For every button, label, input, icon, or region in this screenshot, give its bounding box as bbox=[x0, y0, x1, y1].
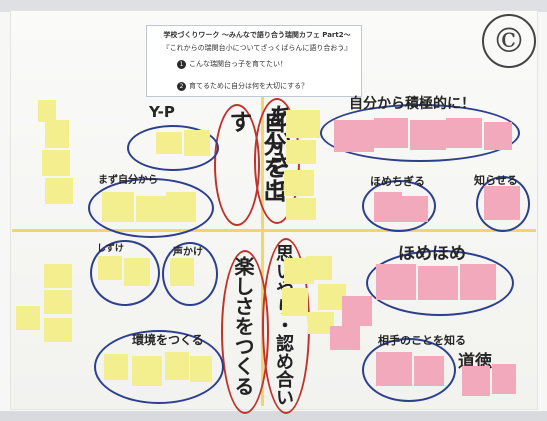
label-shitsuke: しずけ bbox=[97, 244, 124, 254]
label-kankyo: 環境をつくる bbox=[132, 333, 204, 347]
sticky-note bbox=[184, 130, 210, 156]
sticky-note bbox=[492, 364, 516, 394]
label-shiraseru: 知らせる bbox=[474, 174, 518, 187]
sticky-note bbox=[44, 290, 72, 314]
header-title: 学校づくりワーク 〜みんなで語り合う瑞関カフェ Part2〜 bbox=[163, 31, 351, 39]
sticky-note bbox=[484, 122, 512, 150]
label-jibun-sekkyoku: 自分から積極的に！ bbox=[349, 96, 475, 112]
sticky-note bbox=[16, 306, 40, 330]
sticky-note bbox=[286, 140, 316, 164]
text-tanoshisa: 楽しさをつくる bbox=[231, 256, 255, 396]
sticky-note bbox=[342, 296, 372, 326]
sticky-note bbox=[102, 192, 134, 222]
label-homehome: ほめほめ bbox=[398, 244, 466, 264]
sticky-note bbox=[484, 186, 520, 220]
question-1-badge: 1 bbox=[177, 60, 186, 69]
sticky-note bbox=[170, 258, 194, 286]
ring-homehome bbox=[366, 250, 514, 316]
copyright-mark: © bbox=[482, 14, 536, 68]
sticky-note bbox=[318, 284, 346, 310]
question-1: こんな瑞関台っ子を育てたい！ bbox=[189, 60, 287, 68]
header-card: 学校づくりワーク 〜みんなで語り合う瑞関カフェ Part2〜 『これからの瑞関台… bbox=[146, 25, 362, 97]
ring-aite bbox=[362, 338, 456, 402]
sticky-note bbox=[462, 366, 490, 396]
ring-kankyo bbox=[94, 330, 224, 404]
sticky-note bbox=[104, 354, 128, 380]
ring-yp bbox=[127, 125, 219, 171]
sticky-note bbox=[460, 264, 496, 300]
sticky-note bbox=[376, 264, 416, 300]
label-yp: Y-P bbox=[149, 103, 175, 121]
sticky-note bbox=[374, 118, 408, 148]
sticky-note bbox=[98, 256, 122, 280]
sticky-note bbox=[414, 356, 444, 386]
label-homechigiru: ほめちぎる bbox=[370, 175, 425, 188]
ring-shiraseru bbox=[476, 176, 530, 232]
question-2-badge: 2 bbox=[177, 82, 186, 91]
text-jibun-dasu: 自分を出す bbox=[225, 110, 285, 202]
sticky-note bbox=[44, 318, 72, 342]
sticky-note bbox=[124, 258, 150, 286]
sticky-note bbox=[45, 178, 73, 204]
sticky-note bbox=[402, 196, 428, 222]
ring-koekake bbox=[162, 242, 218, 306]
sticky-note bbox=[282, 288, 308, 316]
sticky-note bbox=[446, 118, 482, 148]
sticky-note bbox=[306, 256, 332, 280]
sticky-note bbox=[334, 120, 374, 152]
label-mazu: まず自分から bbox=[98, 175, 158, 186]
sticky-note bbox=[45, 120, 69, 148]
sticky-note bbox=[165, 352, 189, 380]
sticky-note bbox=[418, 266, 458, 300]
sticky-note bbox=[284, 170, 314, 196]
header-subtitle: 『これからの瑞関台小についてざっくばらんに語り合おう』 bbox=[162, 44, 352, 52]
sticky-note bbox=[286, 110, 320, 138]
sticky-note bbox=[166, 192, 196, 222]
wall-bottom bbox=[0, 411, 547, 421]
sticky-note bbox=[42, 150, 70, 176]
wall bbox=[0, 0, 547, 12]
sticky-note bbox=[410, 120, 446, 150]
horizontal-axis-line bbox=[12, 229, 536, 232]
sticky-note bbox=[374, 192, 402, 222]
ring-homechigiru bbox=[362, 180, 436, 232]
vertical-axis-line bbox=[261, 94, 264, 406]
question-2: 育てるために自分は何を大切にする？ bbox=[189, 82, 309, 90]
sticky-note bbox=[44, 264, 72, 288]
sticky-note bbox=[132, 356, 162, 386]
ring-jibun-sekkyoku bbox=[320, 104, 520, 162]
label-aite: 相手のことを知る bbox=[378, 334, 466, 347]
label-koekake: 声かけ bbox=[173, 247, 203, 258]
sticky-note bbox=[308, 312, 334, 334]
ring-mazu bbox=[88, 178, 214, 238]
sticky-note bbox=[136, 196, 166, 222]
sticky-note bbox=[376, 352, 412, 386]
sticky-note bbox=[38, 100, 56, 122]
sticky-note bbox=[190, 356, 212, 382]
sticky-note bbox=[156, 132, 182, 154]
sticky-note bbox=[286, 198, 316, 220]
ring-shitsuke bbox=[90, 240, 160, 306]
text-omoiyari: 思いやり・認め合い bbox=[273, 244, 294, 406]
sticky-note bbox=[330, 326, 360, 350]
